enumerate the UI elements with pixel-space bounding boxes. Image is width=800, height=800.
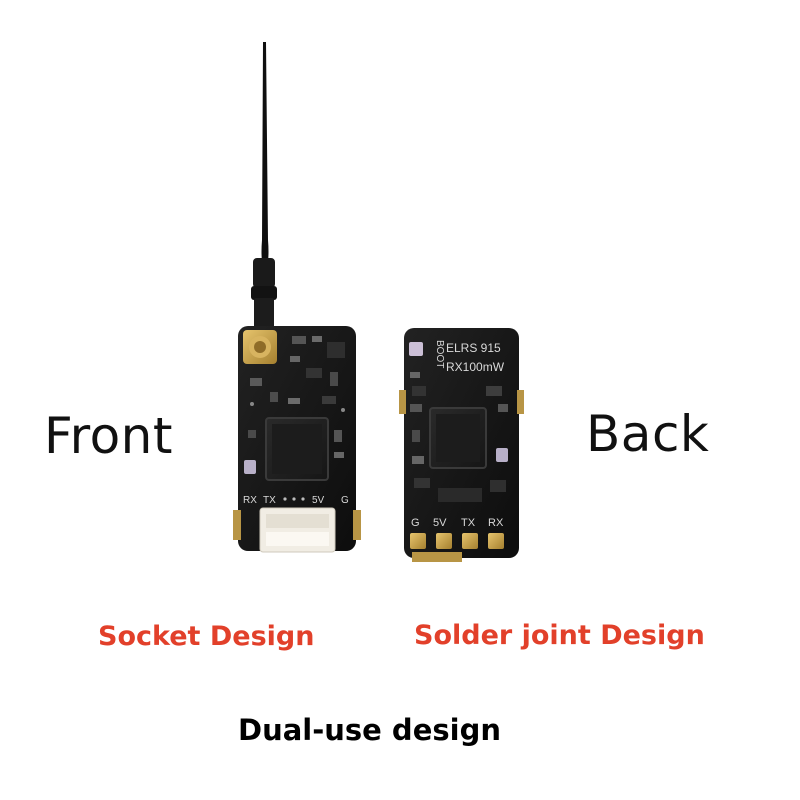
front-pin-labels: RX TX 5V G bbox=[243, 495, 349, 506]
model-label-power: RX100mW bbox=[446, 360, 505, 374]
solder-pads bbox=[410, 533, 504, 549]
pad-label-rx: RX bbox=[488, 517, 504, 529]
back-led-indicator bbox=[496, 448, 508, 462]
pin-label-tx: TX bbox=[263, 495, 276, 506]
pad-label-tx: TX bbox=[461, 517, 476, 529]
ufl-connector bbox=[243, 330, 277, 364]
back-label: Back bbox=[586, 405, 710, 463]
pin-label-g: G bbox=[341, 495, 349, 506]
front-label: Front bbox=[44, 407, 173, 465]
boot-button-pad bbox=[409, 342, 423, 356]
back-main-chip bbox=[429, 407, 487, 469]
dual-use-caption: Dual-use design bbox=[238, 713, 501, 747]
socket-design-caption: Socket Design bbox=[98, 621, 315, 652]
jst-socket bbox=[259, 507, 336, 553]
solder-pad-tx bbox=[462, 533, 478, 549]
pin-label-rx: RX bbox=[243, 495, 257, 506]
front-main-chip bbox=[265, 417, 329, 481]
pad-label-g: G bbox=[411, 517, 420, 529]
boot-label: BOOT bbox=[434, 340, 445, 368]
back-pad-labels: G 5V TX RX bbox=[411, 517, 504, 529]
pad-label-5v: 5V bbox=[433, 517, 447, 529]
solder-pad-5v bbox=[436, 533, 452, 549]
back-board: BOOT ELRS 915 RX100mW G bbox=[399, 328, 524, 562]
front-board: RX TX 5V G bbox=[233, 326, 361, 553]
solder-design-caption: Solder joint Design bbox=[414, 620, 705, 651]
model-label-elrs: ELRS 915 bbox=[446, 341, 501, 355]
led-indicator bbox=[244, 460, 256, 474]
pin-label-5v: 5V bbox=[312, 495, 325, 506]
solder-pad-rx bbox=[488, 533, 504, 549]
solder-pad-g bbox=[410, 533, 426, 549]
antenna bbox=[251, 42, 277, 328]
